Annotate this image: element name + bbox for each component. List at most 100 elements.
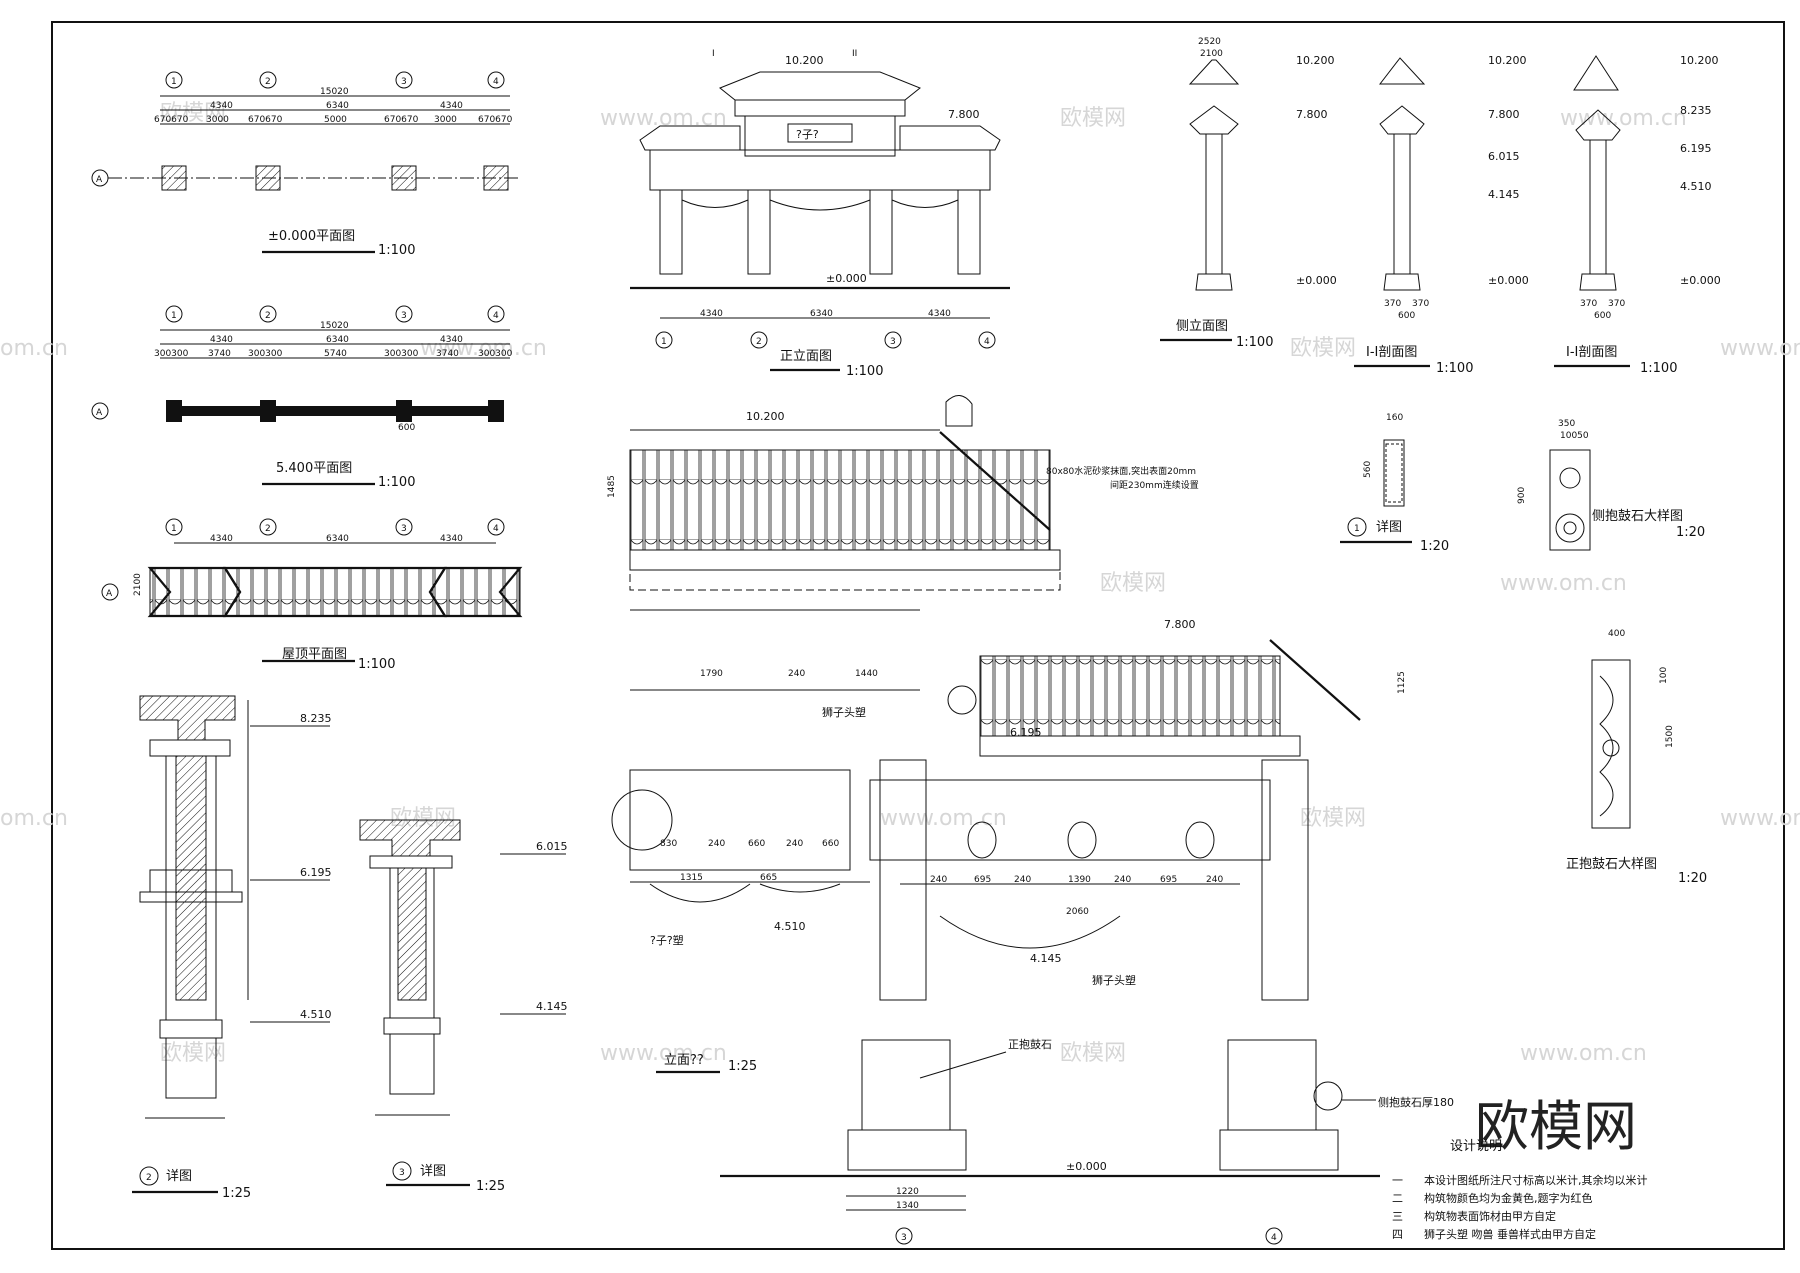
svg-text:1:25: 1:25 xyxy=(476,1179,505,1194)
svg-text:1: 1 xyxy=(171,311,177,321)
svg-text:1: 1 xyxy=(661,337,667,347)
notes-title: 设计说明 xyxy=(1450,1139,1502,1154)
svg-text:7.800: 7.800 xyxy=(1296,108,1328,121)
svg-text:2: 2 xyxy=(756,337,762,347)
svg-text:300300: 300300 xyxy=(248,349,283,359)
large-elevation: 10.200 80x80水泥砂浆抹面,突出表面20mm 间距230mm连续设置 … xyxy=(607,395,1454,1245)
sheet-border xyxy=(51,21,1785,1250)
svg-text:3: 3 xyxy=(401,524,407,534)
svg-text:www.om.cn: www.om.cn xyxy=(1720,336,1800,361)
detail-1-title: 详图 xyxy=(1376,520,1402,535)
svg-text:10050: 10050 xyxy=(1560,431,1589,441)
section-1: 10.200 7.800 6.015 4.145 ±0.000 370 370 … xyxy=(1354,54,1529,376)
svg-text:400: 400 xyxy=(1608,629,1625,639)
svg-text:二: 二 xyxy=(1392,1192,1403,1205)
svg-text:1:100: 1:100 xyxy=(378,243,415,258)
svg-text:欧模网: 欧模网 xyxy=(1060,106,1126,131)
svg-text:4340: 4340 xyxy=(700,309,723,319)
svg-text:240: 240 xyxy=(1114,875,1131,885)
svg-text:狮子头塑: 狮子头塑 xyxy=(1092,973,1136,987)
side-elevation-title: 侧立面图 xyxy=(1176,319,1228,334)
svg-text:370: 370 xyxy=(1608,299,1625,309)
svg-text:15020: 15020 xyxy=(320,87,349,97)
front-elevation-title: 正立面图 xyxy=(780,349,832,364)
svg-text:4340: 4340 xyxy=(210,335,233,345)
svg-text:7.800: 7.800 xyxy=(948,108,980,121)
svg-text:3: 3 xyxy=(399,1168,405,1178)
svg-text:?子?塑: ?子?塑 xyxy=(650,933,684,947)
svg-text:1:100: 1:100 xyxy=(846,364,883,379)
svg-text:1:100: 1:100 xyxy=(1640,361,1677,376)
detail-3-title: 详图 xyxy=(420,1164,446,1179)
svg-text:240: 240 xyxy=(788,669,805,679)
svg-text:欧模网: 欧模网 xyxy=(1300,806,1366,831)
plan-5400: 1 2 3 4 15020 4340 6340 4340 300300 3740… xyxy=(91,305,513,490)
svg-text:695: 695 xyxy=(1160,875,1177,885)
detail-2-title: 详图 xyxy=(166,1169,192,1184)
svg-text:www.om.cn: www.om.cn xyxy=(1500,571,1627,596)
svg-text:600: 600 xyxy=(398,423,415,433)
svg-text:欧模网: 欧模网 xyxy=(1060,1041,1126,1066)
svg-text:4340: 4340 xyxy=(440,534,463,544)
svg-text:7.800: 7.800 xyxy=(1488,108,1520,121)
svg-text:A: A xyxy=(106,589,113,599)
svg-text:4: 4 xyxy=(493,524,499,534)
svg-text:四: 四 xyxy=(1392,1228,1403,1241)
svg-text:5000: 5000 xyxy=(324,115,347,125)
svg-text:A: A xyxy=(96,408,103,418)
svg-text:3740: 3740 xyxy=(436,349,459,359)
svg-text:1500: 1500 xyxy=(1665,725,1675,748)
svg-text:侧抱鼓石厚180: 侧抱鼓石厚180 xyxy=(1378,1095,1454,1109)
svg-text:1:100: 1:100 xyxy=(1436,361,1473,376)
svg-text:A: A xyxy=(96,175,103,185)
svg-text:2: 2 xyxy=(265,311,271,321)
svg-text:240: 240 xyxy=(1206,875,1223,885)
svg-text:4340: 4340 xyxy=(210,534,233,544)
svg-text:1485: 1485 xyxy=(607,475,617,498)
svg-text:2100: 2100 xyxy=(133,573,143,596)
svg-text:欧模网: 欧模网 xyxy=(1290,336,1356,361)
svg-text:1:25: 1:25 xyxy=(728,1059,757,1074)
svg-text:300300: 300300 xyxy=(384,349,419,359)
svg-text:300300: 300300 xyxy=(154,349,189,359)
svg-text:4: 4 xyxy=(1271,1233,1277,1243)
svg-text:欧模网: 欧模网 xyxy=(1100,571,1166,596)
svg-text:±0.000: ±0.000 xyxy=(1680,274,1721,287)
svg-text:4.145: 4.145 xyxy=(1488,188,1520,201)
svg-text:www.om.cn: www.om.cn xyxy=(600,106,727,131)
watermarks: www.om.cn 欧模网 www.om.cn 欧模网 om.cn www.om… xyxy=(0,101,1800,1158)
svg-text:±0.000: ±0.000 xyxy=(1488,274,1529,287)
svg-text:狮子头塑: 狮子头塑 xyxy=(822,705,866,719)
side-elevation: 2520 2100 10.200 7.800 ±0.000 侧立面图 1:100 xyxy=(1160,37,1337,350)
svg-text:4.145: 4.145 xyxy=(536,1000,568,1013)
svg-text:正抱鼓石: 正抱鼓石 xyxy=(1008,1037,1052,1051)
svg-text:2: 2 xyxy=(265,77,271,87)
svg-text:695: 695 xyxy=(974,875,991,885)
design-notes: 设计说明 一 本设计图纸所注尺寸标高以米计,其余均以米计 二 构筑物颜色均为金黄… xyxy=(1392,1139,1648,1241)
svg-text:www.om.cn: www.om.cn xyxy=(1720,806,1800,831)
large-elevation-title: 立面?? xyxy=(664,1053,704,1068)
svg-text:5740: 5740 xyxy=(324,349,347,359)
plan-000-title: ±0.000平面图 xyxy=(268,229,355,244)
svg-text:三: 三 xyxy=(1392,1210,1403,1223)
svg-text:欧模网: 欧模网 xyxy=(160,1041,226,1066)
svg-text:6340: 6340 xyxy=(326,534,349,544)
svg-text:660: 660 xyxy=(748,839,765,849)
svg-text:1: 1 xyxy=(171,77,177,87)
svg-text:670670: 670670 xyxy=(478,115,513,125)
svg-text:100: 100 xyxy=(1659,667,1669,684)
svg-text:660: 660 xyxy=(822,839,839,849)
svg-text:1440: 1440 xyxy=(855,669,878,679)
svg-text:1:100: 1:100 xyxy=(378,475,415,490)
svg-text:4.510: 4.510 xyxy=(1680,180,1712,193)
front-drum-title: 正抱鼓石大样图 xyxy=(1566,856,1657,872)
svg-text:间距230mm连续设置: 间距230mm连续设置 xyxy=(1110,479,1199,491)
svg-text:4: 4 xyxy=(493,77,499,87)
svg-text:2520: 2520 xyxy=(1198,37,1221,47)
svg-text:10.200: 10.200 xyxy=(1296,54,1335,67)
roof-plan: 1 2 3 4 4340 6340 4340 A 2100 屋顶平面图 1:10… xyxy=(101,518,523,672)
svg-text:4: 4 xyxy=(984,337,990,347)
svg-text:560: 560 xyxy=(1363,461,1373,478)
svg-text:1:100: 1:100 xyxy=(358,657,395,672)
